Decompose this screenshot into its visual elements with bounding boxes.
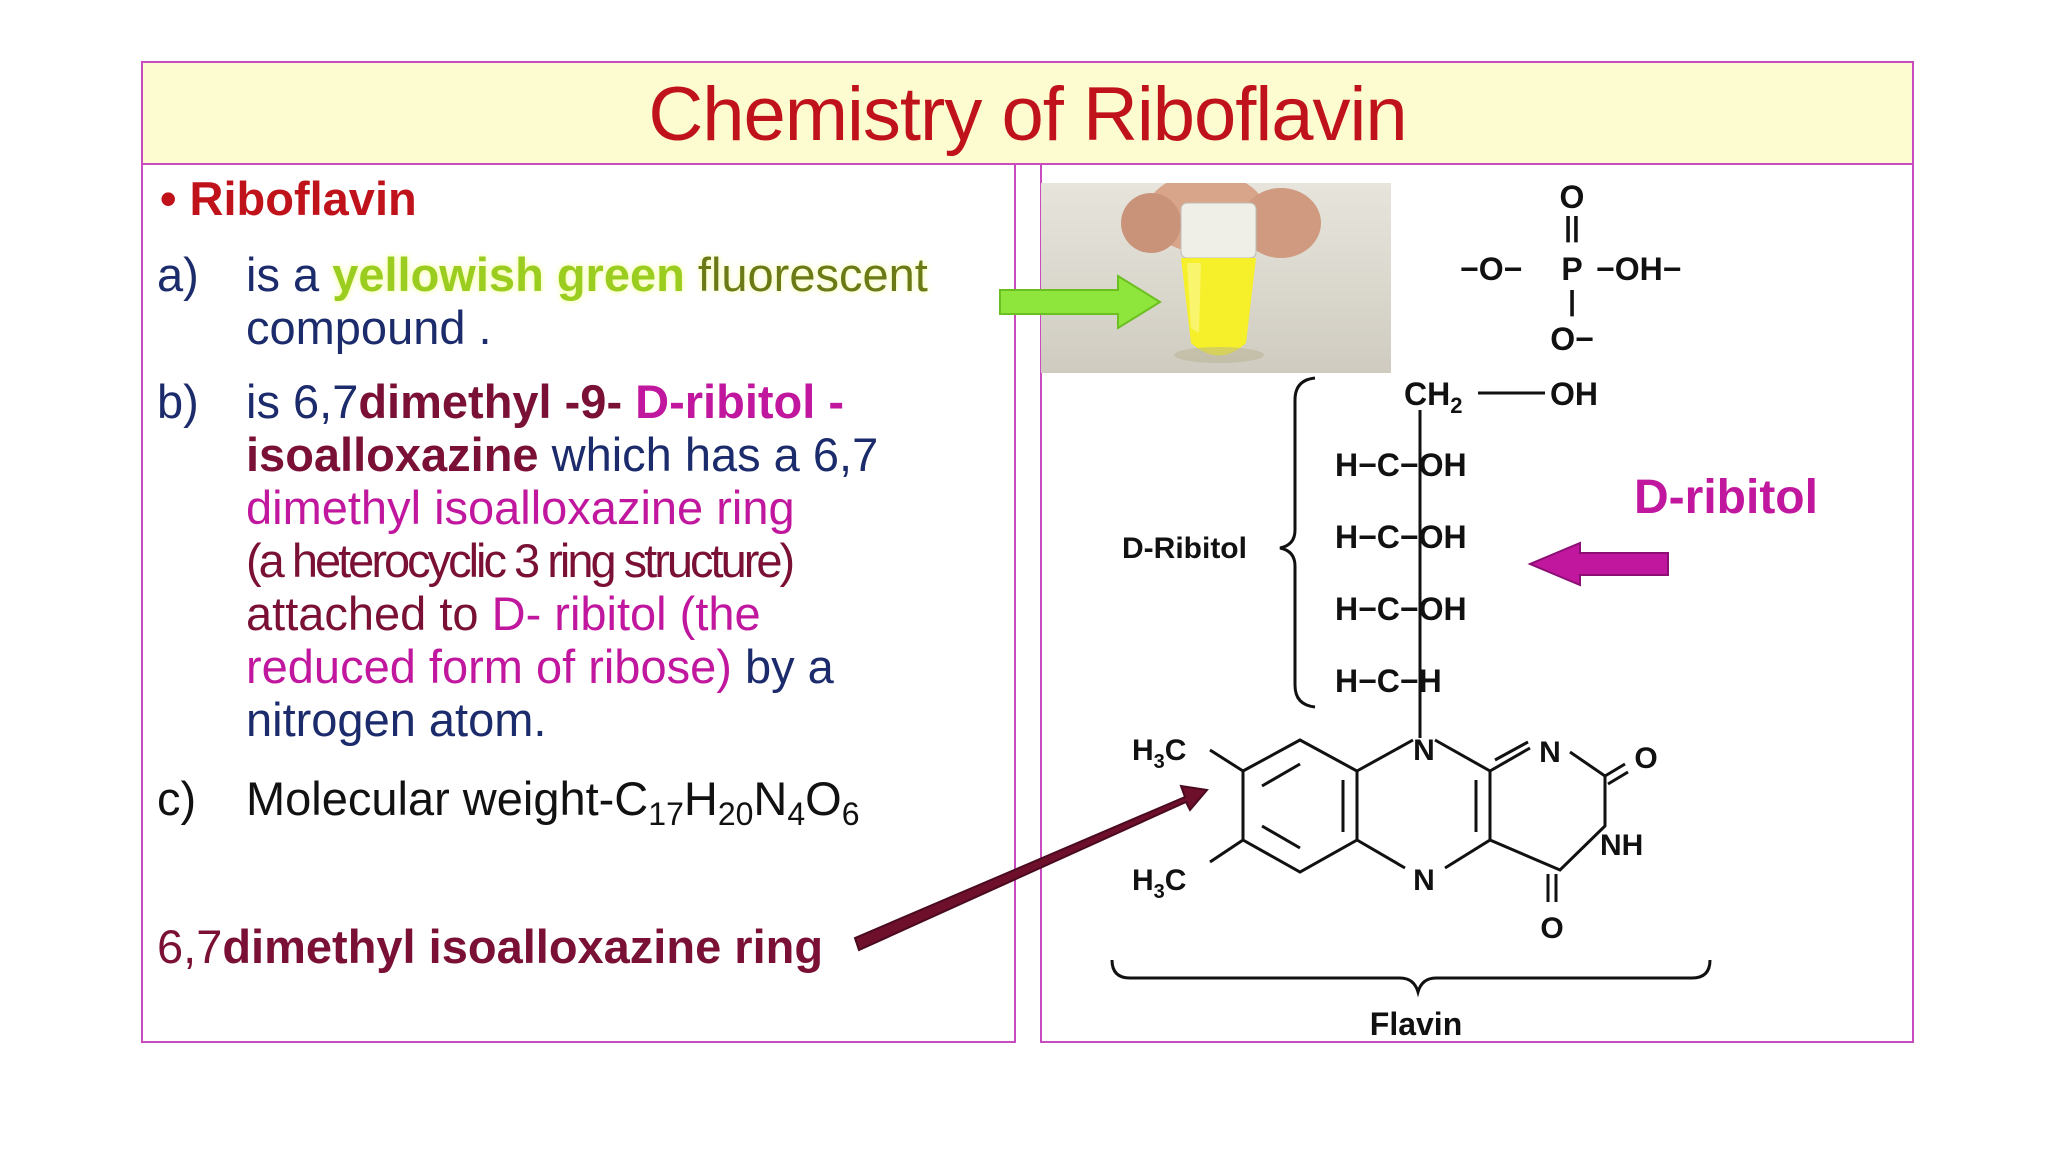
item-b-line7: nitrogen atom. bbox=[246, 693, 547, 746]
item-b-text: is 6,7 bbox=[246, 375, 359, 428]
left-panel bbox=[141, 165, 1016, 1043]
formula-sub-h: 20 bbox=[717, 796, 754, 832]
riboflavin-vial-photo bbox=[1041, 183, 1391, 373]
ribitol-brace-label: D-Ribitol bbox=[1122, 532, 1247, 565]
formula-sub-c: 17 bbox=[648, 796, 684, 832]
ring-nh: NH bbox=[1600, 829, 1643, 862]
bullet-heading: • Riboflavin bbox=[160, 172, 417, 225]
ribitol-row-2: H−C−OH bbox=[1335, 519, 1467, 555]
methyl-top-sub: 3 bbox=[1154, 751, 1165, 773]
methyl-top-c: C bbox=[1165, 734, 1187, 767]
methyl-bottom-h: H bbox=[1132, 864, 1154, 897]
flavin-label: Flavin bbox=[1370, 1006, 1462, 1042]
phosphate-bar: | bbox=[1568, 285, 1576, 316]
ch2-text: CH bbox=[1404, 376, 1450, 412]
ring-caption-text: dimethyl isoalloxazine ring bbox=[222, 920, 824, 973]
item-b-line4: (a heterocyclic 3 ring structure) bbox=[246, 534, 795, 587]
item-b-dimethyl: dimethyl -9- bbox=[358, 375, 636, 428]
methyl-top: H3C bbox=[1132, 734, 1186, 773]
ch2-label: CH2 bbox=[1404, 376, 1462, 418]
methyl-bottom-sub: 3 bbox=[1154, 881, 1165, 903]
ring-caption-number: 6,7 bbox=[157, 920, 223, 973]
ribitol-row-3: H−C−OH bbox=[1335, 591, 1467, 627]
ring-n-bottom: N bbox=[1413, 864, 1435, 897]
slide-title: Chemistry of Riboflavin bbox=[648, 72, 1407, 157]
formula-o: O bbox=[805, 772, 842, 825]
ring-o-right: O bbox=[1634, 742, 1657, 775]
isoalloxazine-rings bbox=[1209, 738, 1629, 902]
ring-o-bottom: O bbox=[1540, 912, 1563, 945]
item-b-line1: is 6,7dimethyl -9- D-ribitol - bbox=[246, 375, 844, 428]
bullet-marker: • bbox=[160, 172, 177, 225]
item-a-line1: is a yellowish green fluorescent bbox=[246, 248, 928, 301]
item-b-line6: reduced form of ribose) by a bbox=[246, 640, 834, 693]
phosphate-o-left: −O− bbox=[1460, 251, 1522, 287]
item-b-line2: isoalloxazine which has a 6,7 bbox=[246, 428, 878, 481]
item-b-d-ribitol: D-ribitol - bbox=[635, 375, 845, 428]
item-b-line5: attached to D- ribitol (the bbox=[246, 587, 761, 640]
item-c-formula: Molecular weight-C17H20N4O6 bbox=[246, 772, 860, 830]
item-b-marker: b) bbox=[157, 375, 199, 428]
item-b-line3: dimethyl isoalloxazine ring bbox=[246, 481, 795, 534]
formula-n: N bbox=[753, 772, 788, 825]
item-b-isoalloxazine: isoalloxazine bbox=[246, 428, 539, 481]
item-c-marker: c) bbox=[157, 772, 197, 825]
maroon-arrow bbox=[853, 784, 1209, 952]
item-b-d-ribitol-the: D- ribitol (the bbox=[491, 587, 761, 640]
right-panel bbox=[1040, 165, 1914, 1043]
ribitol-brace bbox=[1279, 376, 1316, 709]
methyl-bottom-c: C bbox=[1165, 864, 1187, 897]
ch2-oh: OH bbox=[1550, 376, 1598, 412]
item-a-line2: compound . bbox=[246, 301, 492, 354]
item-a-text: is a bbox=[246, 248, 333, 301]
highlight-fluorescent: fluorescent bbox=[697, 248, 928, 301]
formula-sub-o: 6 bbox=[841, 796, 860, 832]
phosphate-o-bottom: O− bbox=[1550, 321, 1594, 357]
ch2-subscript: 2 bbox=[1450, 393, 1462, 418]
formula-sub-n: 4 bbox=[787, 796, 806, 832]
phosphate-oh: −OH− bbox=[1596, 251, 1681, 287]
methyl-top-h: H bbox=[1132, 734, 1154, 767]
ring-n-top: N bbox=[1413, 734, 1435, 767]
formula-prefix: Molecular weight-C bbox=[246, 772, 649, 825]
item-a-marker: a) bbox=[157, 248, 199, 301]
item-b-which: which has a 6,7 bbox=[538, 428, 879, 481]
ribitol-row-1: H−C−OH bbox=[1335, 447, 1467, 483]
item-b-reduced-form: reduced form of ribose) bbox=[246, 640, 732, 693]
phosphate-o-top: O bbox=[1560, 179, 1585, 215]
magenta-arrow bbox=[1527, 541, 1669, 587]
flavin-brace bbox=[1110, 959, 1712, 998]
title-banner: Chemistry of Riboflavin bbox=[141, 61, 1914, 165]
ring-caption: 6,7dimethyl isoalloxazine ring bbox=[157, 920, 823, 973]
ribitol-row-4: H−C−H bbox=[1335, 663, 1442, 699]
formula-h: H bbox=[683, 772, 718, 825]
green-arrow bbox=[999, 274, 1162, 330]
item-b-attached: attached to bbox=[246, 587, 492, 640]
d-ribitol-label: D-ribitol bbox=[1634, 471, 1818, 524]
phosphate-double-bond: || bbox=[1564, 211, 1580, 242]
phosphate-p: P bbox=[1561, 251, 1582, 287]
bullet-label: Riboflavin bbox=[189, 172, 417, 225]
methyl-bottom: H3C bbox=[1132, 864, 1186, 903]
highlight-yellowish-green: yellowish green bbox=[332, 248, 685, 301]
item-b-by-a: by a bbox=[731, 640, 834, 693]
ribitol-chain: H−C−OH H−C−OH H−C−OH H−C−H bbox=[1335, 447, 1467, 699]
ring-n-right: N bbox=[1539, 736, 1561, 769]
vial-illustration bbox=[1121, 183, 1321, 363]
